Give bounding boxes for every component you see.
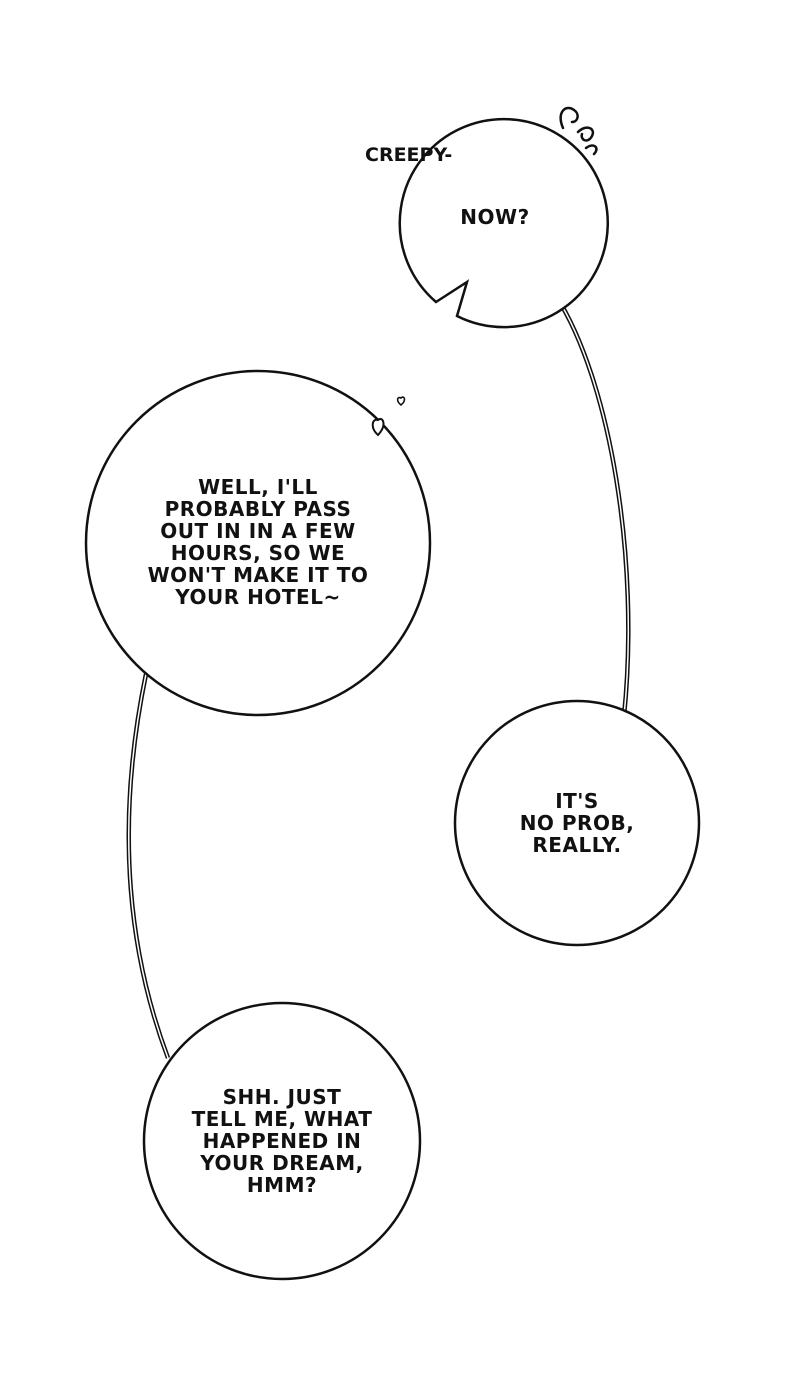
connector-well-to-shh bbox=[126, 673, 171, 1059]
heart-small-icon bbox=[396, 396, 406, 407]
text-line: TELL ME, WHAT bbox=[191, 1107, 373, 1131]
sfx-creepy: CREEPY- bbox=[365, 144, 453, 166]
bubble-now-outline bbox=[398, 117, 610, 329]
text-line: PROBABLY PASS bbox=[164, 497, 352, 521]
text-line: YOUR HOTEL~ bbox=[175, 585, 341, 609]
text-line: NO PROB, bbox=[519, 811, 635, 835]
text-line: OUT IN IN A FEW bbox=[160, 519, 356, 543]
text-line: IT'S bbox=[555, 789, 599, 813]
connector-well-to-shh-inner bbox=[127, 673, 169, 1059]
text-line: WELL, I'LL bbox=[198, 475, 318, 499]
squiggle-mark bbox=[559, 106, 598, 156]
text-line: HOURS, SO WE bbox=[170, 541, 346, 565]
text-line: HAPPENED IN bbox=[202, 1129, 362, 1153]
bubble-noprob-outline bbox=[453, 699, 701, 947]
text-line: YOUR DREAM, bbox=[200, 1151, 364, 1175]
bubble-noprob-text: IT'S NO PROB, REALLY. bbox=[497, 790, 657, 856]
connector-now-to-noprob bbox=[554, 294, 631, 717]
connector-now-to-noprob-inner bbox=[555, 295, 630, 717]
bubble-well-outline bbox=[84, 369, 432, 717]
text-line: SHH. JUST bbox=[222, 1085, 342, 1109]
bubble-now-text: NOW? bbox=[440, 206, 550, 228]
heart-icon bbox=[371, 418, 385, 437]
bubble-shh-outline bbox=[142, 1001, 422, 1281]
bubble-well-text: WELL, I'LL PROBABLY PASS OUT IN IN A FEW… bbox=[128, 476, 388, 608]
text-line: REALLY. bbox=[532, 833, 622, 857]
text-line: HMM? bbox=[246, 1173, 318, 1197]
text-line: WON'T MAKE IT TO bbox=[147, 563, 369, 587]
text-line: NOW? bbox=[460, 205, 530, 229]
bubble-shh-text: SHH. JUST TELL ME, WHAT HAPPENED IN YOUR… bbox=[177, 1086, 387, 1196]
